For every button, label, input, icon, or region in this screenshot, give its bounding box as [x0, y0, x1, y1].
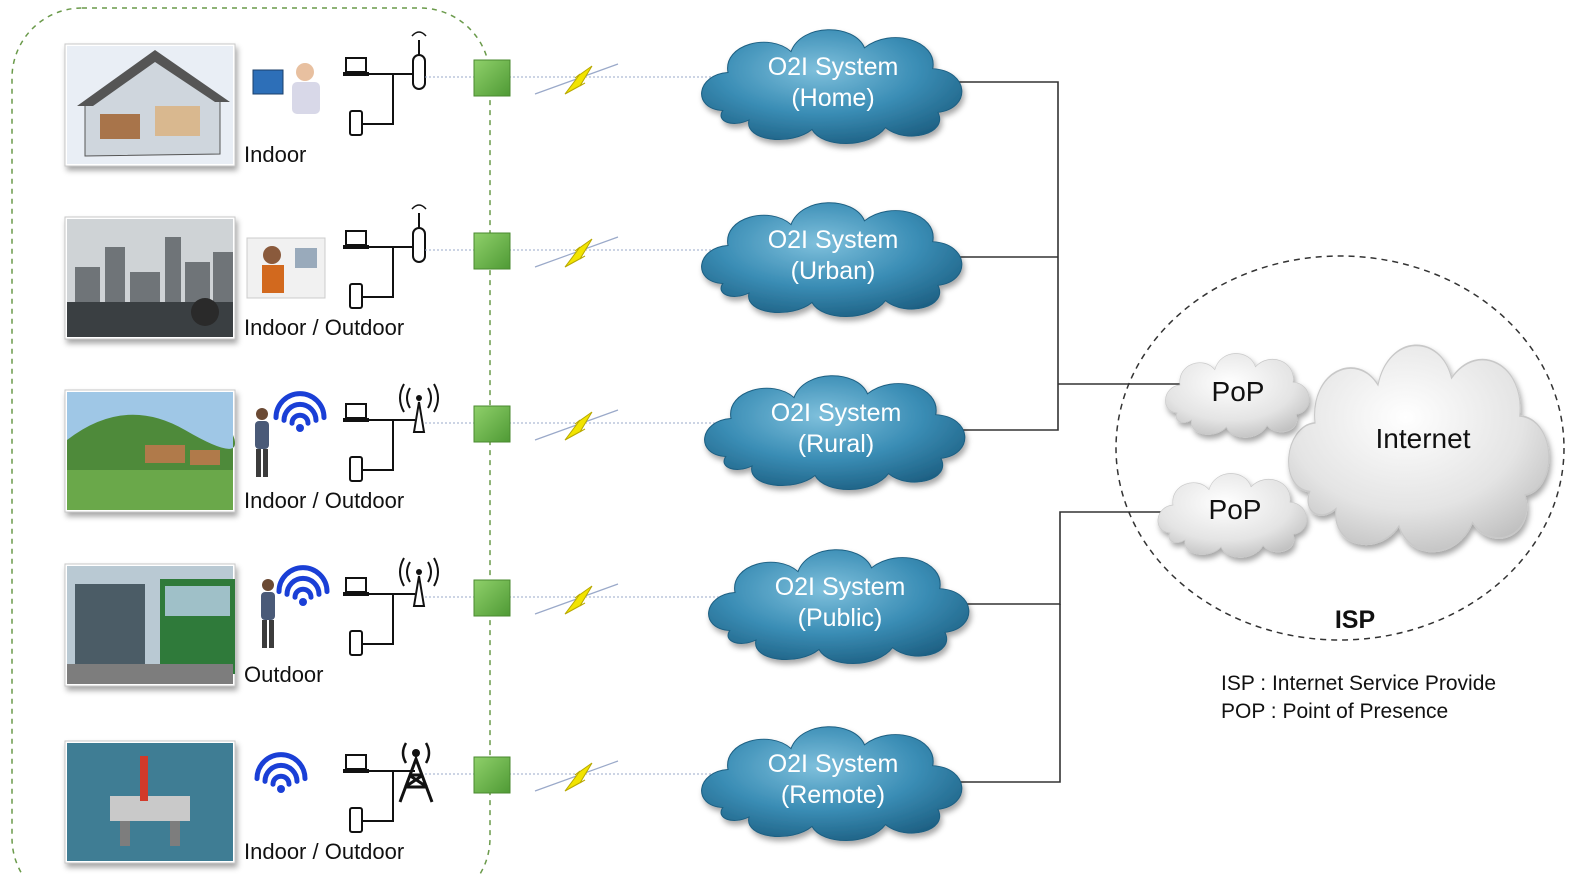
phone-icon: [349, 110, 363, 136]
lightning-bolt-icon: [534, 409, 619, 441]
access-node: [473, 59, 511, 97]
devices: [343, 403, 415, 482]
isp-boundary: [1115, 255, 1565, 641]
phone-icon: [349, 807, 363, 833]
devices: [343, 57, 415, 136]
wifi-icon: [254, 752, 308, 793]
devices: [343, 754, 415, 833]
o2i-system-type: (Urban): [791, 257, 876, 285]
antenna-icon: [411, 31, 427, 90]
access-row-1: Indoor O2I System (Home): [64, 29, 963, 167]
phone-icon: [349, 456, 363, 482]
phone-icon: [349, 630, 363, 656]
antenna-icon: [399, 383, 439, 433]
access-node: [473, 756, 511, 794]
backbone-lines: [955, 81, 1180, 783]
o2i-system-type: (Remote): [781, 781, 885, 809]
access-row-2: Indoor / Outdoor O2I System (Urban): [64, 202, 963, 340]
access-row-3: Indoor / Outdoor O2I System (Rural): [64, 375, 966, 513]
access-node: [473, 405, 511, 443]
antenna-icon: [411, 204, 427, 263]
isp-label: ISP: [1335, 606, 1375, 634]
access-node: [473, 232, 511, 270]
wifi-icon: [273, 391, 327, 432]
antenna-icon: [399, 557, 439, 607]
city-scene: [64, 216, 236, 340]
o2i-system-title: O2I System: [768, 226, 899, 254]
home-scene: [64, 43, 236, 167]
internet-label: Internet: [1376, 423, 1471, 454]
person-at-computer-icon: [246, 237, 326, 299]
offshore-rig-scene: [64, 740, 236, 864]
rural-scene: [64, 389, 236, 513]
scene-label: Indoor / Outdoor: [244, 488, 404, 513]
scene-label: Outdoor: [244, 662, 324, 687]
wifi-icon: [276, 565, 330, 606]
laptop-icon: [343, 57, 369, 76]
lightning-bolt-icon: [534, 760, 619, 792]
o2i-system-type: (Home): [791, 84, 874, 112]
scene-label: Indoor / Outdoor: [244, 315, 404, 340]
person-with-phone-icon: [261, 579, 275, 648]
scene-label: Indoor / Outdoor: [244, 839, 404, 864]
devices: [343, 230, 415, 309]
o2i-system-title: O2I System: [768, 750, 899, 778]
cell-tower-icon: [398, 742, 434, 803]
o2i-system-title: O2I System: [771, 399, 902, 427]
phone-icon: [349, 283, 363, 309]
person-at-computer-icon: [252, 63, 320, 114]
scene-label: Indoor: [244, 142, 306, 167]
o2i-system-type: (Rural): [798, 430, 874, 458]
access-node: [473, 579, 511, 617]
access-row-4: Outdoor O2I System (Public): [64, 549, 970, 687]
lightning-bolt-icon: [534, 583, 619, 615]
legend-pop: POP : Point of Presence: [1221, 700, 1448, 723]
o2i-system-title: O2I System: [775, 573, 906, 601]
lightning-bolt-icon: [534, 236, 619, 268]
legend-isp: ISP : Internet Service Provide: [1221, 672, 1496, 695]
laptop-icon: [343, 230, 369, 249]
o2i-system-title: O2I System: [768, 53, 899, 81]
laptop-icon: [343, 577, 369, 596]
walking-person-icon: [255, 408, 269, 477]
lightning-bolt-icon: [534, 63, 619, 95]
o2i-system-type: (Public): [798, 604, 883, 632]
access-row-5: Indoor / Outdoor O2I System (Remote): [64, 726, 963, 864]
laptop-icon: [343, 754, 369, 773]
bus-station-scene: [64, 563, 236, 687]
devices: [343, 577, 415, 656]
pop-label-bottom: PoP: [1209, 494, 1262, 525]
pop-label-top: PoP: [1212, 376, 1265, 407]
laptop-icon: [343, 403, 369, 422]
